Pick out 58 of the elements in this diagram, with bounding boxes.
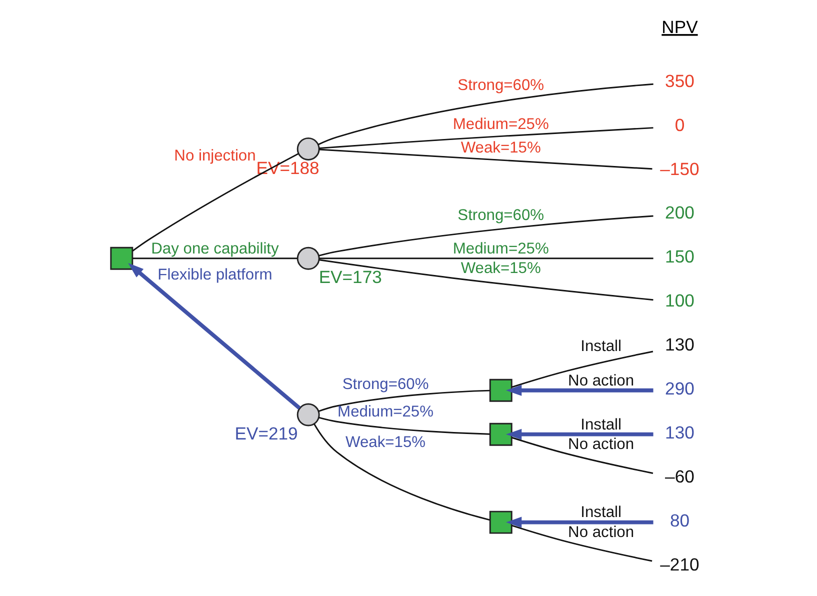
edge-label: No action [568,436,634,453]
node-box [488,378,512,402]
edge-label: Flexible platform [157,266,272,284]
connector [318,390,490,412]
edge-label: Weak=15% [345,434,426,451]
node-box [488,510,512,534]
node-label: EV=219 [234,424,298,444]
node-box [110,246,133,270]
edge-label: Weak=15% [460,260,540,277]
arrow [505,516,653,528]
connector [318,127,653,149]
edge-label: Strong=60% [457,207,544,224]
node-text: 350 [664,70,694,91]
node-text: 200 [664,202,694,223]
node-label: EV=173 [318,267,382,288]
node-text: 150 [664,246,694,267]
node-text: 80 [669,510,690,531]
node-text: –60 [664,466,694,487]
edge-label: Weak=15% [460,140,540,157]
node-text: 290 [664,378,694,399]
connector [511,524,652,562]
node-text: 130 [664,422,694,443]
edge-label: Medium=25% [337,404,434,421]
edge-label: Day one capability [150,240,278,258]
connector [313,424,490,521]
edge-label: No action [568,372,634,390]
node-text: –210 [660,554,699,575]
edge-label: Medium=25% [452,240,548,258]
node-circle [296,246,320,270]
node-text: 100 [664,290,694,311]
connector [318,215,653,256]
edge-label: No injection [174,147,256,164]
connector [132,258,297,260]
edge-label: Install [580,416,621,434]
connector [511,350,653,388]
connector [132,153,298,252]
node-text: 0 [674,114,684,135]
connector [317,83,653,146]
node-circle [296,137,320,160]
edge-label: Install [580,504,621,522]
label: NPV [661,17,698,38]
connector [318,416,490,435]
arrow [505,428,653,440]
edge-label: Medium=25% [452,116,548,134]
arrow [128,263,300,410]
edge-label: No action [568,524,634,541]
edge-label: Install [580,338,621,356]
node-text: –150 [660,158,699,179]
connector [318,258,653,260]
edge-label: Strong=60% [342,376,428,394]
node-circle [296,403,320,426]
arrow [505,384,653,396]
connector [511,436,653,474]
connector [318,148,652,170]
node-box [488,422,512,446]
node-text: 130 [664,334,694,355]
connector [318,259,653,301]
edge-label: Strong=60% [457,77,544,94]
